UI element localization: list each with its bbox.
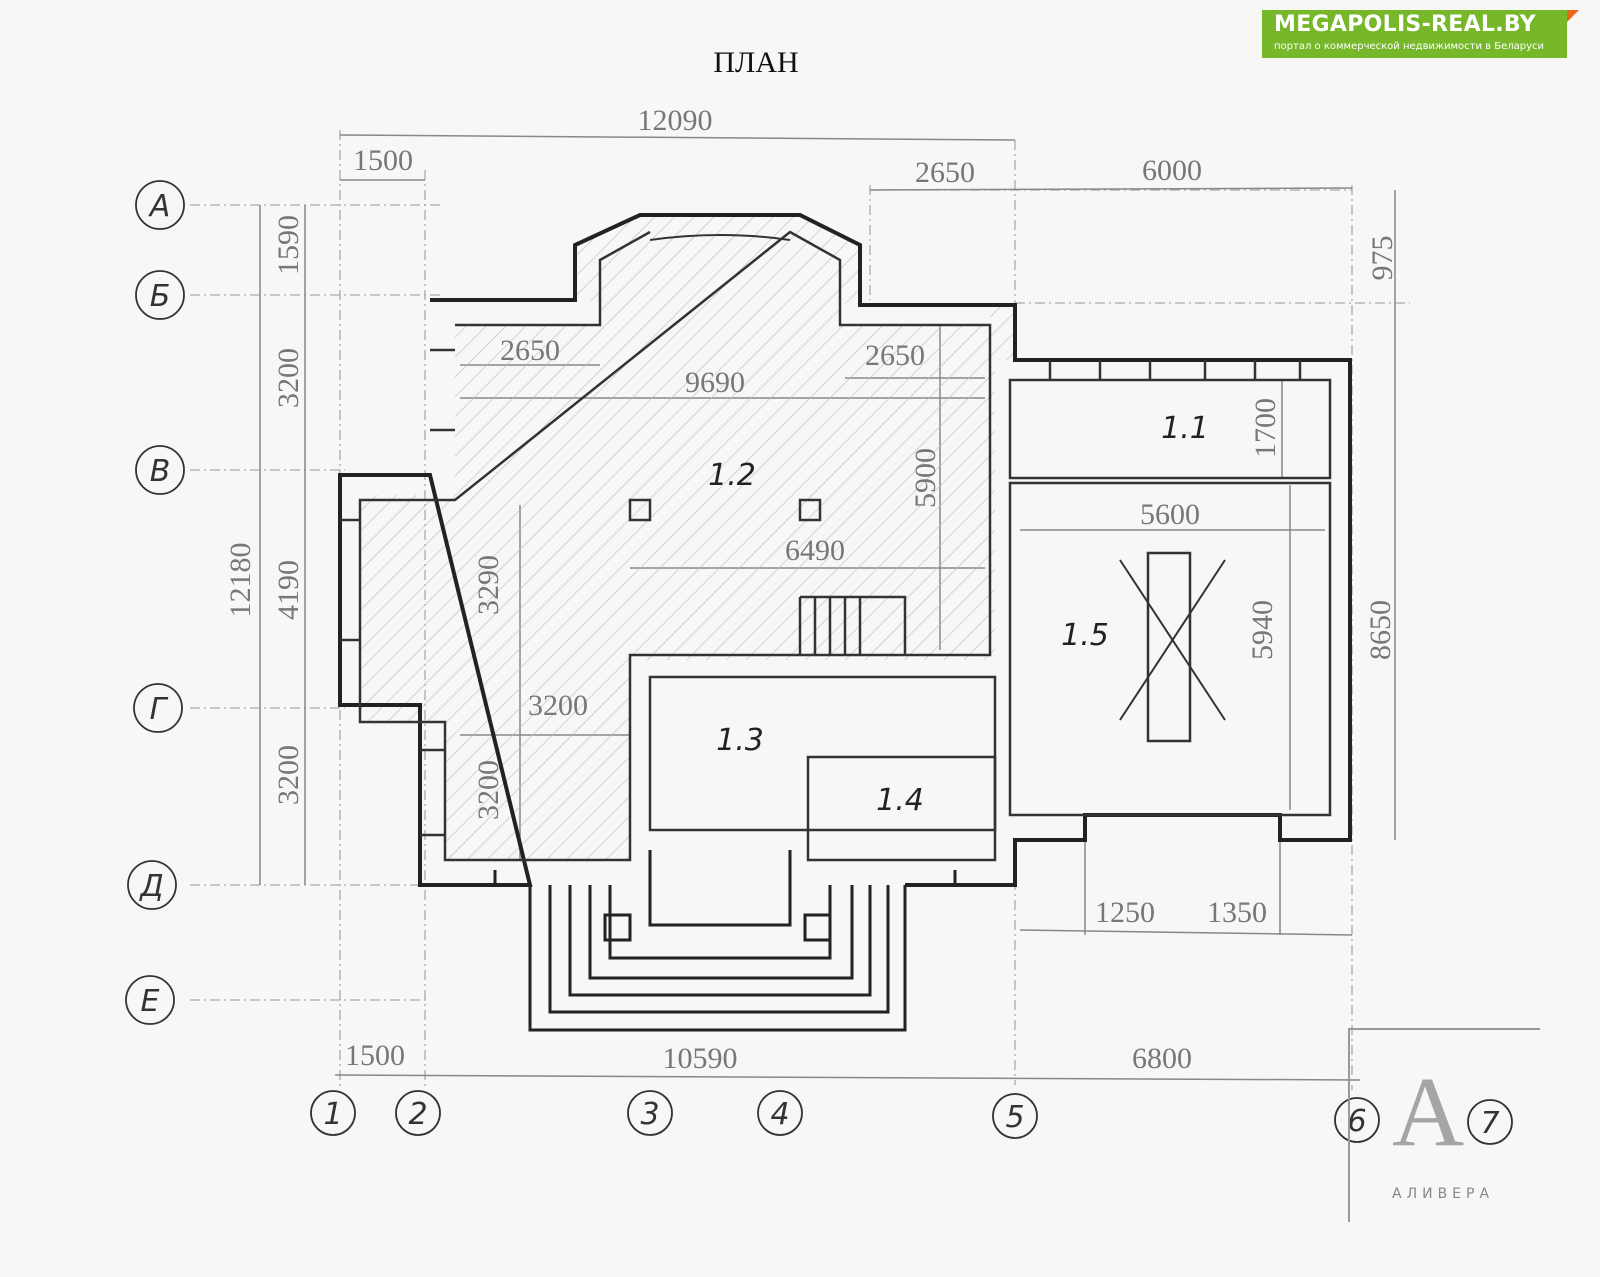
dim-bottom-1500: 1500 [345,1039,405,1072]
dim-right-975: 975 [1366,236,1399,281]
dim-room11-1700: 1700 [1249,398,1282,458]
dim-inner-9690: 9690 [685,366,745,399]
dim-right-8650: 8650 [1364,600,1397,660]
outer-walls [338,213,1352,887]
axis-col-6: 6 [1347,1104,1366,1139]
axis-grid-lines [190,130,1410,1090]
dim-bottom-10590: 10590 [663,1042,738,1075]
dim-inner-3200-h: 3200 [528,689,588,722]
inner-walls [340,230,1332,862]
dim-top-6000: 6000 [1142,154,1202,187]
axis-row-g: Г [150,692,169,727]
logo-tagline: портал о коммерческой недвижимости в Бел… [1274,41,1544,52]
axis-row-b: Б [150,279,171,314]
dim-inner-2650-left: 2650 [500,334,560,367]
room-label-1-4: 1.4 [876,783,924,818]
axis-col-7: 7 [1480,1106,1499,1141]
dim-room15-5940: 5940 [1246,600,1279,660]
dim-porch-1250: 1250 [1095,896,1155,929]
entrance-steps [493,850,957,1032]
axis-col-5: 5 [1005,1100,1024,1135]
logo-main-text: MEGAPOLIS-REAL.BY [1274,12,1536,37]
alivera-watermark: А АЛИВЕРА [1348,1028,1540,1222]
dim-left-3200-bottom: 3200 [272,745,305,805]
column-axis-markers [310,1090,1513,1145]
dim-left-12180: 12180 [224,543,257,618]
axis-row-v: В [150,454,171,489]
dim-inner-5900: 5900 [909,448,942,508]
dim-top-1500: 1500 [353,144,413,177]
megapolis-logo[interactable]: MEGAPOLIS-REAL.BY портал о коммерческой … [1262,10,1579,58]
dim-inner-6490: 6490 [785,534,845,567]
row-axis-markers [125,180,185,1025]
watermark-name: АЛИВЕРА [1392,1186,1495,1202]
axis-col-1: 1 [323,1097,342,1132]
wall-hatching [360,215,1015,860]
room-label-1-1: 1.1 [1161,411,1209,446]
logo-corner-fold [1567,10,1579,22]
room-label-1-2: 1.2 [708,458,756,493]
dim-inner-2650-right: 2650 [865,339,925,372]
dim-top-total: 12090 [638,104,713,137]
plan-title: ПЛАН [713,46,798,79]
axis-col-3: 3 [640,1097,659,1132]
room-label-1-3: 1.3 [716,723,764,758]
dim-porch-1350: 1350 [1207,896,1267,929]
dim-inner-3290: 3290 [472,555,505,615]
dim-left-1590: 1590 [272,215,305,275]
dim-left-3200-top: 3200 [272,348,305,408]
dim-inner-3200-v: 3200 [472,760,505,820]
axis-col-2: 2 [408,1097,427,1132]
dim-left-4190: 4190 [272,560,305,620]
dim-top-2650: 2650 [915,156,975,189]
axis-row-a: А [148,189,171,224]
axis-row-e: Е [141,984,160,1019]
watermark-letter: А [1392,1056,1465,1167]
dim-room15-5600: 5600 [1140,498,1200,531]
dim-bottom-6800: 6800 [1132,1042,1192,1075]
room-label-1-5: 1.5 [1061,618,1109,653]
axis-row-d: Д [138,869,163,904]
axis-col-4: 4 [770,1097,789,1132]
